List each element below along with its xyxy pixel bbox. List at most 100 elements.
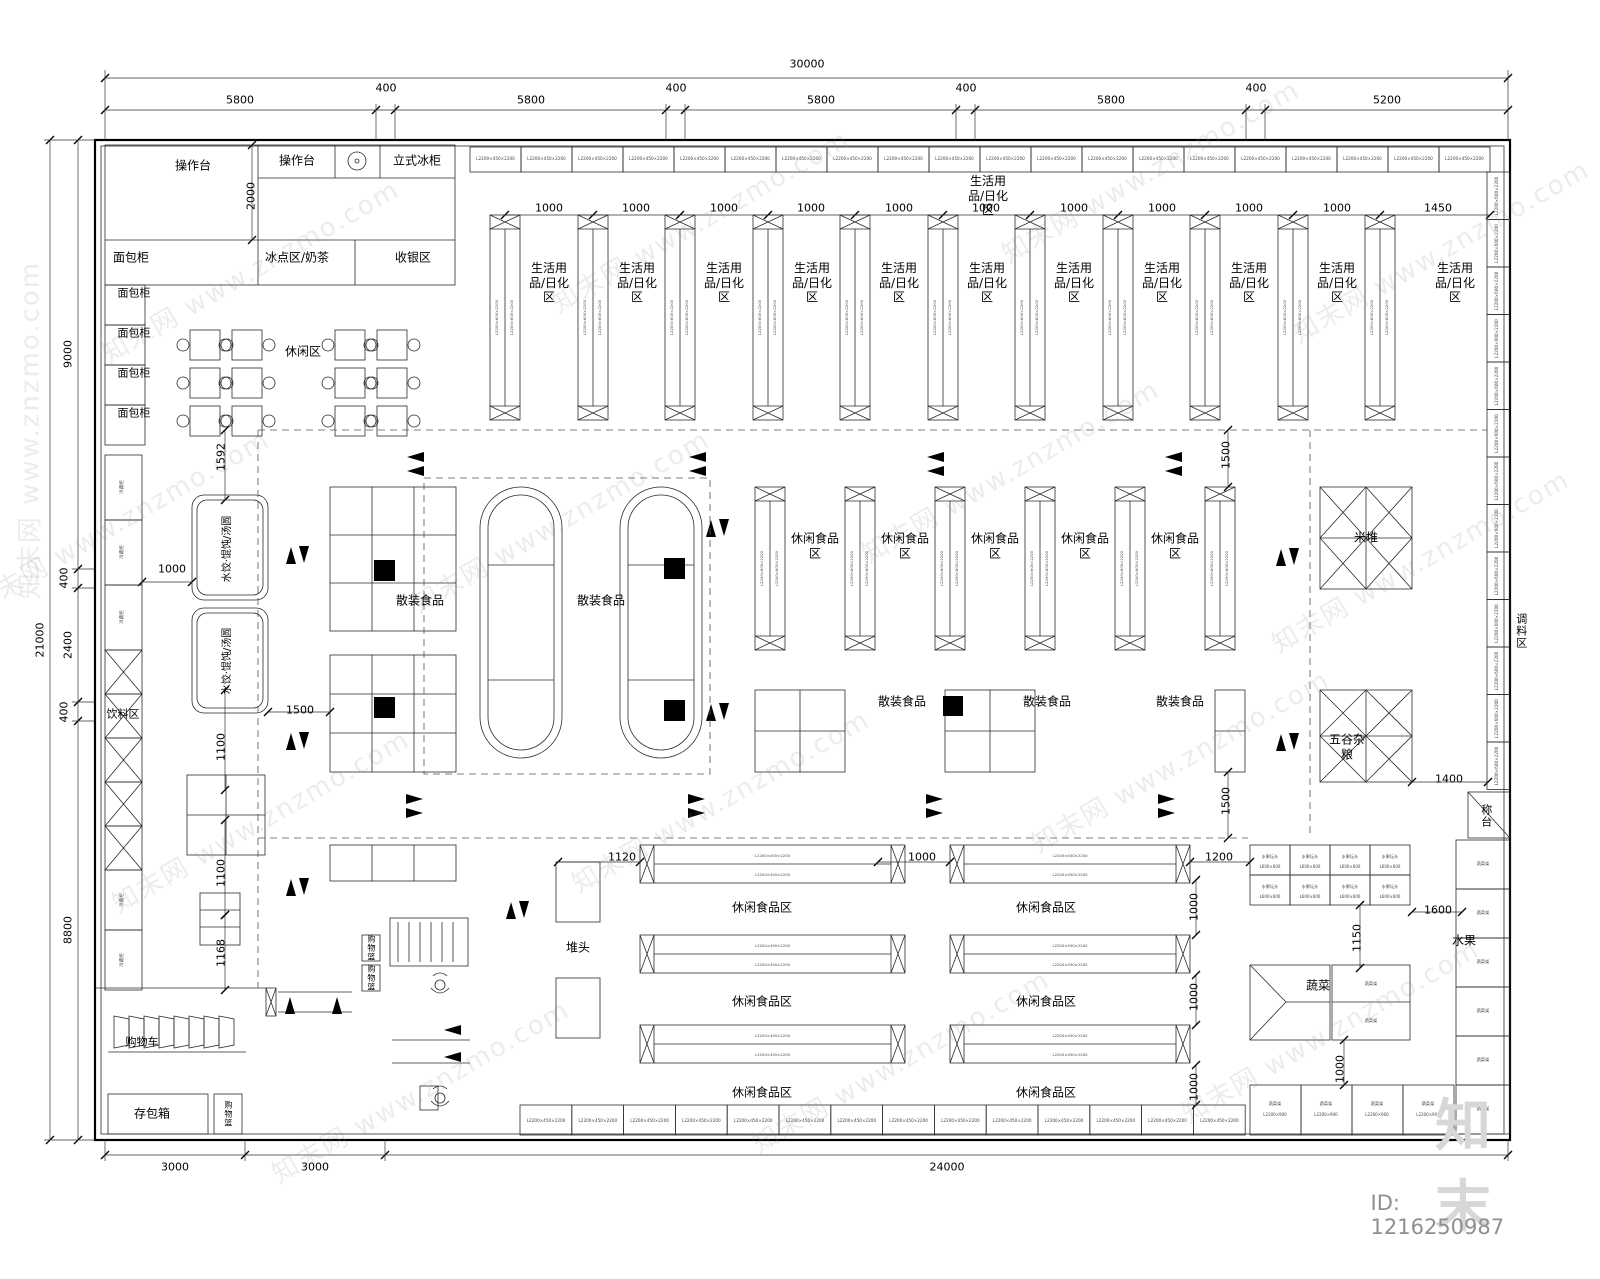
label-basket-1: 购物篮 bbox=[223, 1100, 233, 1128]
svg-text:L2200×450×2200: L2200×450×2200 bbox=[630, 1118, 669, 1123]
label-daily-goods-6: 生活用品/日化区 bbox=[966, 261, 1008, 305]
svg-text:L600×600: L600×600 bbox=[1300, 894, 1321, 899]
label-pile-head: 堆头 bbox=[565, 940, 591, 955]
svg-text:蔬菜架: 蔬菜架 bbox=[1477, 958, 1490, 965]
svg-text:L600×600: L600×600 bbox=[1340, 894, 1361, 899]
svg-text:L600×600: L600×600 bbox=[1260, 864, 1281, 869]
svg-text:L2200×450×2200: L2200×450×2200 bbox=[680, 156, 719, 161]
svg-text:L2200×900: L2200×900 bbox=[1416, 1112, 1440, 1117]
label-daily-goods-2: 生活用品/日化区 bbox=[616, 261, 658, 305]
svg-text:L2200×450×2200: L2200×450×2200 bbox=[1292, 156, 1331, 161]
dim-1000-r2: 1000 bbox=[1187, 983, 1201, 1011]
dim-aisle-3: 1000 bbox=[710, 201, 738, 215]
svg-text:L2200×600×2200: L2200×600×2200 bbox=[1494, 556, 1499, 595]
label-daily-goods-11: 生活用品/日化区 bbox=[1434, 261, 1476, 305]
watermark-logo: 知末 bbox=[1435, 1094, 1497, 1240]
label-beverage: 饮料区 bbox=[106, 707, 140, 721]
label-bread-3: 面包柜 bbox=[117, 366, 151, 380]
watermark-id: ID: 1216250987 bbox=[1370, 1191, 1505, 1239]
dim-top-3: 400 bbox=[665, 81, 687, 95]
svg-text:L2200×600×2200: L2200×600×2200 bbox=[1494, 651, 1499, 690]
label-rice-pile: 米堆 bbox=[1353, 530, 1379, 545]
svg-text:L2200×450×2200: L2200×450×2200 bbox=[1394, 156, 1433, 161]
label-operation-counter-1: 操作台 bbox=[174, 158, 212, 173]
svg-text:L2200×450×2200: L2200×450×2200 bbox=[1096, 1118, 1135, 1123]
label-bread-4: 面包柜 bbox=[117, 406, 151, 420]
svg-text:L2200×450×2200: L2200×450×2200 bbox=[1052, 872, 1088, 877]
dim-1500-rb: 1500 bbox=[1219, 787, 1233, 815]
dim-left-3: 400 bbox=[57, 701, 71, 723]
dim-aisle-6: 1000 bbox=[972, 201, 1000, 215]
dim-top-5: 400 bbox=[955, 81, 977, 95]
svg-text:蔬菜架: 蔬菜架 bbox=[1477, 1007, 1490, 1014]
svg-text:L600×600: L600×600 bbox=[1380, 864, 1401, 869]
label-locker: 存包箱 bbox=[133, 1106, 171, 1121]
dim-aisle-1: 1000 bbox=[535, 201, 563, 215]
svg-text:L2200×900: L2200×900 bbox=[1314, 1112, 1338, 1117]
dim-2000: 2000 bbox=[244, 182, 258, 210]
right-shelf-strip: L2200×600×2200L2200×600×2200L2200×600×22… bbox=[1486, 171, 1511, 790]
svg-text:L2200×450×2200: L2200×450×2200 bbox=[1088, 156, 1127, 161]
svg-text:L2200×450×2200: L2200×450×2200 bbox=[1052, 962, 1088, 967]
svg-text:L2200×600×2200: L2200×600×2200 bbox=[669, 299, 674, 335]
svg-text:L2200×600×2200: L2200×600×2200 bbox=[1384, 299, 1389, 335]
svg-text:L2200×600×2200: L2200×600×2200 bbox=[849, 550, 854, 586]
svg-text:蔬菜架: 蔬菜架 bbox=[1269, 1100, 1282, 1107]
svg-text:蔬菜架: 蔬菜架 bbox=[1365, 980, 1378, 987]
svg-text:L600×600: L600×600 bbox=[1300, 864, 1321, 869]
svg-text:水果坛头: 水果坛头 bbox=[1382, 853, 1399, 860]
dimension-lines bbox=[44, 70, 1513, 1161]
svg-text:L2200×450×2200: L2200×450×2200 bbox=[1037, 156, 1076, 161]
svg-text:L2200×450×2200: L2200×450×2200 bbox=[1052, 943, 1088, 948]
dim-left-0: 9000 bbox=[61, 340, 75, 368]
svg-text:L2200×600×2200: L2200×600×2200 bbox=[1494, 604, 1499, 643]
dim-1000-br: 1000 bbox=[1333, 1055, 1347, 1083]
svg-text:L2200×450×2200: L2200×450×2200 bbox=[837, 1118, 876, 1123]
svg-text:L2200×600×2200: L2200×600×2200 bbox=[1029, 550, 1034, 586]
dim-top-1: 400 bbox=[375, 81, 397, 95]
svg-text:L2200×450×2200: L2200×450×2200 bbox=[682, 1118, 721, 1123]
label-snack-bottom-6: 休闲食品区 bbox=[1015, 1085, 1076, 1100]
svg-text:L2200×450×2200: L2200×450×2200 bbox=[527, 156, 566, 161]
seating-area bbox=[176, 329, 421, 437]
svg-text:L2200×450×2200: L2200×450×2200 bbox=[755, 1033, 791, 1038]
dim-1120: 1120 bbox=[608, 850, 636, 864]
dim-bottom-0: 3000 bbox=[161, 1160, 189, 1174]
svg-text:L2200×450×2200: L2200×450×2200 bbox=[1052, 853, 1088, 858]
svg-text:L2200×600×2200: L2200×600×2200 bbox=[859, 299, 864, 335]
dim-bottom-2: 24000 bbox=[929, 1160, 965, 1174]
dim-aisle-10: 1000 bbox=[1323, 201, 1351, 215]
label-leisure-area: 休闲区 bbox=[284, 344, 322, 359]
svg-text:L2200×450×2200: L2200×450×2200 bbox=[629, 156, 668, 161]
bottom-shelf-strip: L2200×450×2200 L2200×450×2200 L2200×450×22… bbox=[519, 1104, 1246, 1136]
svg-text:L2200×450×2200: L2200×450×2200 bbox=[731, 156, 770, 161]
svg-text:L2200×450×2200: L2200×450×2200 bbox=[941, 1118, 980, 1123]
dim-bottom-1: 3000 bbox=[301, 1160, 329, 1174]
dim-left-1: 400 bbox=[57, 567, 71, 589]
svg-text:L2200×450×2200: L2200×450×2200 bbox=[755, 1052, 791, 1057]
label-freezer-text-1: 水饺·馄饨/汤圆 bbox=[221, 515, 233, 583]
svg-text:水果坛头: 水果坛头 bbox=[1342, 883, 1359, 890]
label-daily-goods-10: 生活用品/日化区 bbox=[1316, 261, 1358, 305]
svg-text:L2200×600×2200: L2200×600×2200 bbox=[1209, 550, 1214, 586]
svg-text:L2200×600×2200: L2200×600×2200 bbox=[582, 299, 587, 335]
svg-text:冷藏柜: 冷藏柜 bbox=[118, 610, 125, 624]
dim-left-4: 8800 bbox=[61, 916, 75, 944]
dim-top-2: 5800 bbox=[517, 93, 545, 107]
label-weighing: 称台 bbox=[1479, 804, 1493, 828]
svg-text:L2200×450×2200: L2200×450×2200 bbox=[755, 962, 791, 967]
svg-text:L2200×450×2200: L2200×450×2200 bbox=[986, 156, 1025, 161]
svg-text:L2200×450×2200: L2200×450×2200 bbox=[755, 872, 791, 877]
dim-1400: 1400 bbox=[1435, 772, 1463, 786]
svg-text:L2200×600×2200: L2200×600×2200 bbox=[864, 550, 869, 586]
svg-text:蔬菜架: 蔬菜架 bbox=[1477, 909, 1490, 916]
svg-text:L2200×450×2200: L2200×450×2200 bbox=[1190, 156, 1229, 161]
label-daily-goods-7: 生活用品/日化区 bbox=[1053, 261, 1095, 305]
fruit-veg-zone: 水果坛头L600×600水果坛头L600×600水果坛头L600×600水果坛头… bbox=[1249, 791, 1511, 1136]
svg-text:L2200×450×2200: L2200×450×2200 bbox=[1343, 156, 1382, 161]
label-daily-goods-4: 生活用品/日化区 bbox=[791, 261, 833, 305]
dim-aisle-9: 1000 bbox=[1235, 201, 1263, 215]
svg-text:L2200×600×2200: L2200×600×2200 bbox=[1494, 224, 1499, 263]
watermark-text: 知末网 www.znzmo.com bbox=[15, 260, 46, 600]
